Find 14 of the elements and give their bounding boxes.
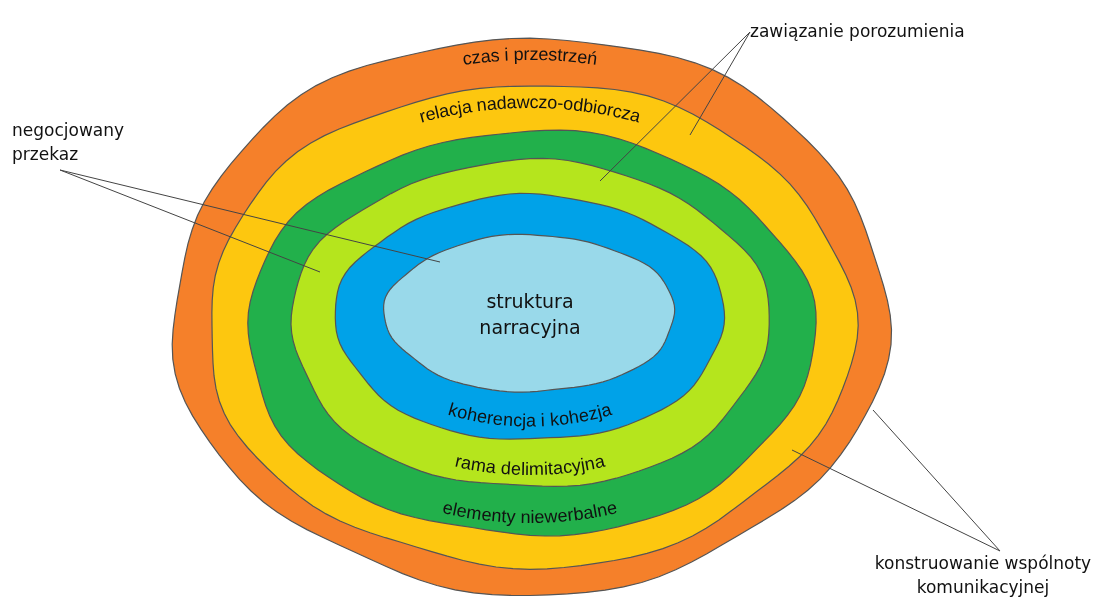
leader-line bbox=[872, 409, 1001, 552]
core-label: struktura narracyjna bbox=[478, 288, 582, 340]
leader-line bbox=[689, 31, 751, 136]
leader-line bbox=[599, 31, 751, 182]
layer-label: rama delimitacyjna bbox=[453, 450, 607, 480]
layer-label: czas i przestrzeń bbox=[461, 44, 599, 69]
leader-line bbox=[791, 449, 1001, 552]
leader-line bbox=[59, 169, 321, 273]
callout-text: zawiązanie porozumienia bbox=[750, 19, 1030, 43]
layer-label: elementy niewerbalne bbox=[441, 497, 619, 528]
layer-label: koherencja i kohezja bbox=[446, 399, 614, 431]
layer-label: relacja nadawczo-odbiorcza bbox=[417, 91, 643, 127]
callout-text: negocjowany przekaz bbox=[12, 118, 172, 166]
callout-text: konstruowanie wspólnoty komunikacyjnej bbox=[848, 551, 1118, 599]
